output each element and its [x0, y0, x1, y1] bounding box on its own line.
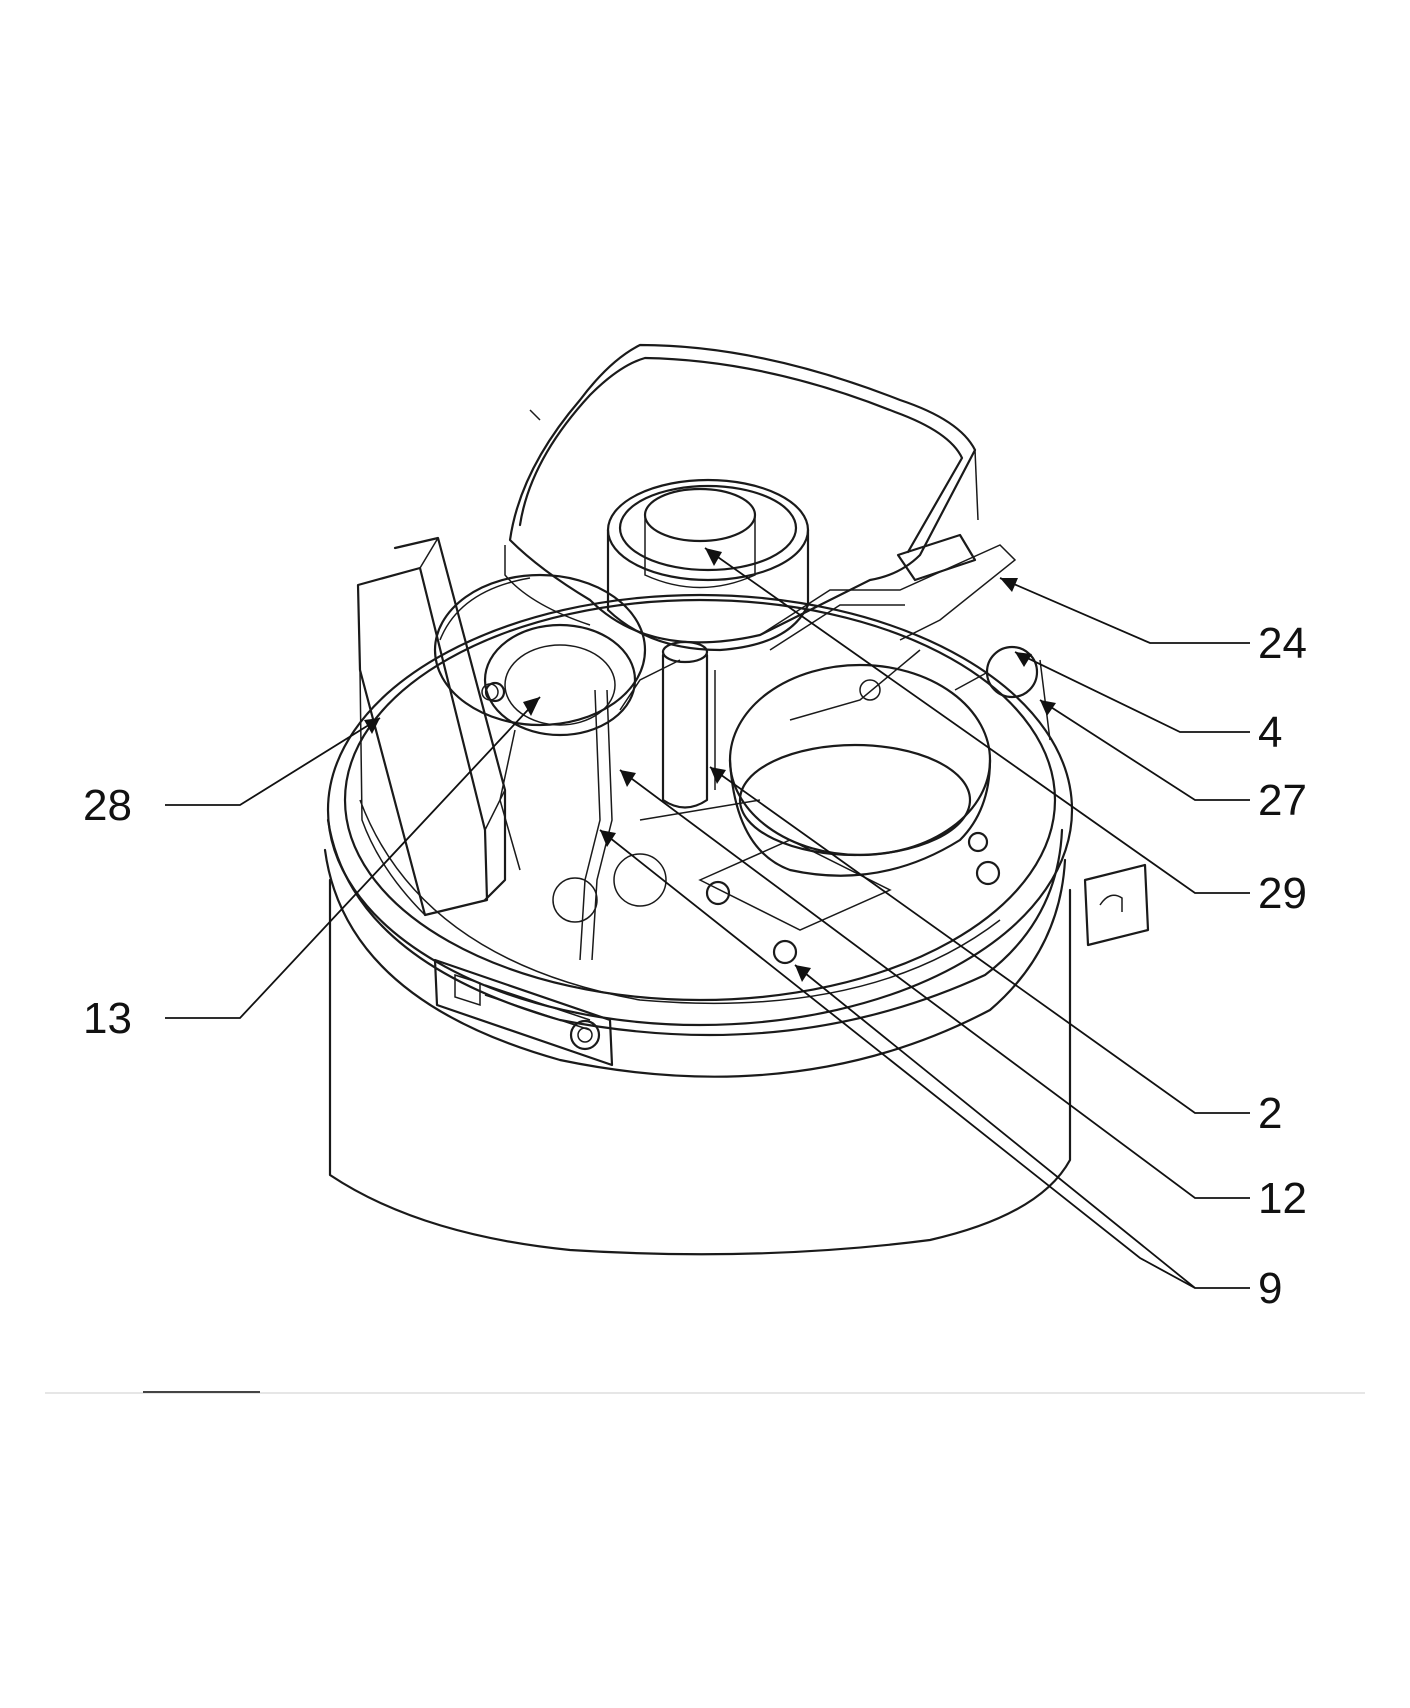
tank-body: [323, 818, 1072, 1256]
callout-28: 28: [83, 781, 132, 830]
top-rim: [326, 593, 1074, 1027]
leader-12: [619, 769, 1250, 1199]
callout-29: 29: [1258, 869, 1307, 918]
control-box: [356, 536, 507, 917]
callout-24: 24: [1258, 619, 1307, 668]
callout-2: 2: [1258, 1089, 1282, 1138]
compressor: [728, 663, 992, 877]
callout-4: 4: [1258, 708, 1282, 757]
fan-housing: [504, 343, 979, 644]
pipework: [499, 544, 1017, 961]
leader-lines: [165, 547, 1250, 1289]
leader-27: [1039, 699, 1250, 801]
leader-9b: [599, 829, 1196, 1289]
arrowhead-28: [364, 718, 380, 734]
fan-outlet-collar: [606, 478, 810, 652]
callout-9: 9: [1258, 1264, 1282, 1313]
arrowhead-2: [710, 767, 726, 784]
arrowhead-29: [705, 548, 722, 566]
leader-24: [999, 577, 1250, 644]
arrowhead-24: [1000, 578, 1018, 592]
front-control-panel: [433, 958, 614, 1067]
expansion-valve-assembly: [896, 533, 1051, 741]
arrowhead-13: [523, 697, 540, 716]
arrowhead-4: [1015, 652, 1032, 667]
arrowhead-9b: [600, 830, 616, 847]
leader-9a: [794, 964, 1250, 1289]
leader-29: [704, 547, 1250, 894]
leader-13: [165, 696, 541, 1019]
leader-28: [165, 717, 381, 806]
leader-2: [709, 766, 1250, 1114]
accumulator: [661, 640, 716, 809]
footer-rule: [45, 1391, 1365, 1394]
arrowhead-9a: [795, 965, 811, 982]
arrowhead-12: [620, 770, 636, 787]
callout-12: 12: [1258, 1174, 1307, 1223]
callout-13: 13: [83, 994, 132, 1043]
callout-labels: 24 4 27 29 28 13 2 12 9: [83, 619, 1307, 1313]
mounting-bracket: [1083, 863, 1150, 947]
mounting-bolts: [484, 681, 1001, 965]
evaporator-coil: [433, 573, 647, 737]
arrowhead-27: [1040, 700, 1056, 716]
callout-27: 27: [1258, 776, 1307, 825]
leader-4: [1014, 651, 1250, 733]
arrowheads: [364, 548, 1056, 982]
